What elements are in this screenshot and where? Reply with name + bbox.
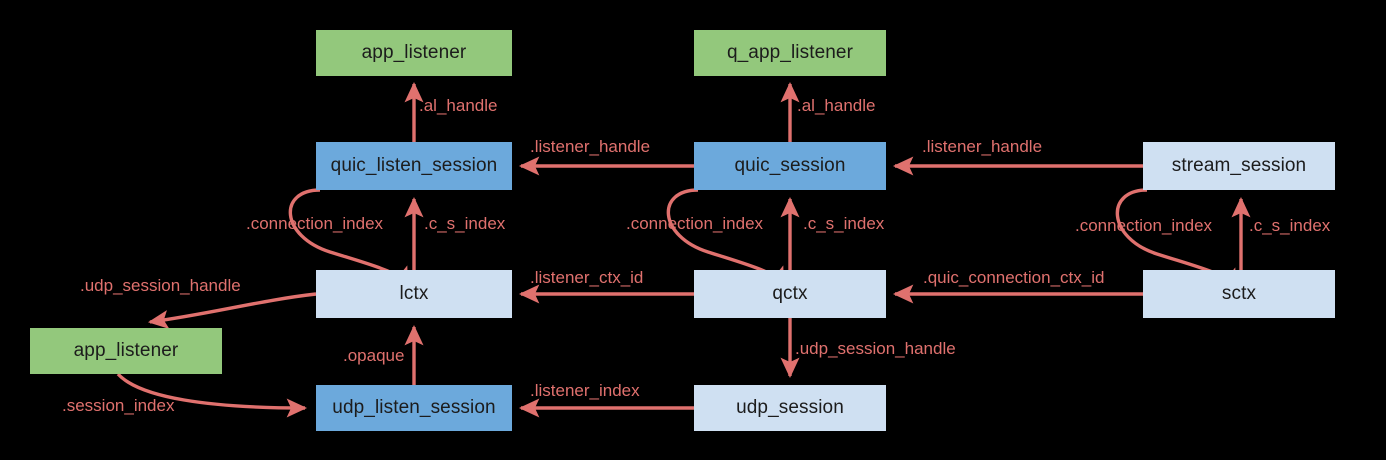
node-app-listener-top[interactable]: app_listener	[316, 30, 512, 76]
edge-label-al-handle-left: .al_handle	[419, 96, 498, 115]
edge-label-listener-handle-mid: .listener_handle	[530, 137, 651, 156]
edge-udp-session-handle-left	[147, 292, 317, 330]
edge-label-listener-ctx-id: .listener_ctx_id	[530, 268, 644, 287]
edge-label-connection-index-left: .connection_index	[246, 214, 384, 233]
edge-session-index	[116, 372, 308, 418]
edge-label-listener-handle-right: .listener_handle	[922, 137, 1043, 156]
node-udp-listen-session[interactable]: udp_listen_session	[316, 385, 512, 431]
edge-label-connection-index-right: .connection_index	[1075, 216, 1213, 235]
edge-label-session-index: .session_index	[62, 396, 175, 415]
node-stream-session[interactable]: stream_session	[1143, 142, 1335, 190]
node-quic-session[interactable]: quic_session	[694, 142, 886, 190]
node-quic-listen-session[interactable]: quic_listen_session	[316, 142, 512, 190]
edge-label-cs-index-mid: .c_s_index	[803, 214, 885, 233]
node-udp-session[interactable]: udp_session	[694, 385, 886, 431]
edge-label-al-handle-right: .al_handle	[797, 96, 876, 115]
edge-label-opaque: .opaque	[343, 346, 405, 365]
edge-label-udp-session-handle-mid: .udp_session_handle	[795, 339, 956, 358]
node-sctx[interactable]: sctx	[1143, 270, 1335, 318]
node-app-listener-bottom[interactable]: app_listener	[30, 328, 222, 374]
node-qctx[interactable]: qctx	[694, 270, 886, 318]
edge-label-quic-connection-ctx-id: .quic_connection_ctx_id	[923, 268, 1105, 287]
edge-label-cs-index-left: .c_s_index	[424, 214, 506, 233]
edge-label-connection-index-mid: .connection_index	[626, 214, 764, 233]
edge-label-listener-index: .listener_index	[530, 381, 640, 400]
node-lctx[interactable]: lctx	[316, 270, 512, 318]
edge-label-udp-session-handle-left: .udp_session_handle	[80, 276, 241, 295]
edge-label-cs-index-right: .c_s_index	[1249, 216, 1331, 235]
node-q-app-listener[interactable]: q_app_listener	[694, 30, 886, 76]
